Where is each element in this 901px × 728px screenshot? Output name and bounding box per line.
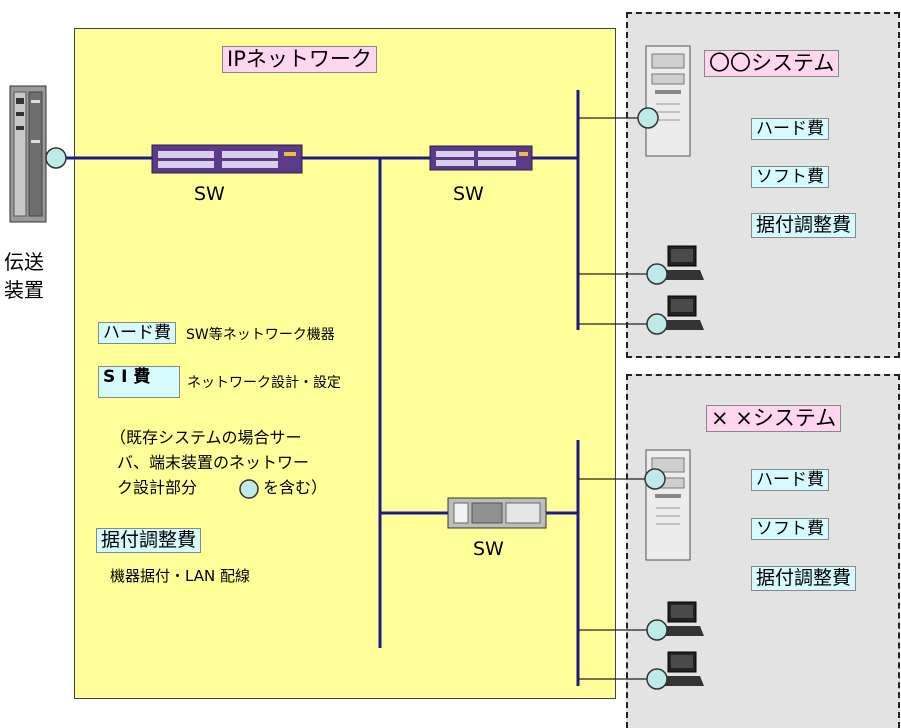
terminal-icon bbox=[656, 601, 704, 636]
system-xx-title: × ×システム bbox=[706, 405, 842, 433]
system-oo-install-cost: 据付調整費 bbox=[751, 213, 857, 238]
note-line3a: ク設計部分 bbox=[117, 478, 198, 497]
hard-cost-desc: SW等ネットワーク機器 bbox=[186, 327, 335, 343]
connector-circle-legend bbox=[239, 479, 259, 499]
install-cost-label: 据付調整費 bbox=[96, 528, 202, 553]
connector-circle bbox=[646, 313, 668, 335]
terminal-icon bbox=[656, 245, 704, 280]
terminal-icon bbox=[656, 295, 704, 330]
connector-circle bbox=[644, 468, 666, 490]
si-cost-label: S I 費 bbox=[98, 366, 180, 398]
system-xx-install-cost: 据付調整費 bbox=[751, 566, 857, 591]
note-line3b: を含む） bbox=[263, 478, 328, 497]
hard-cost-label: ハード費 bbox=[98, 322, 176, 345]
connector-circle bbox=[646, 668, 668, 690]
switch-label: SW bbox=[194, 183, 225, 205]
terminal-icon bbox=[656, 651, 704, 686]
switch-icon bbox=[429, 145, 533, 171]
connector-circle bbox=[646, 619, 668, 641]
switch-label: SW bbox=[473, 538, 504, 560]
ip-network-title: IPネットワーク bbox=[222, 46, 377, 74]
server-tower-icon bbox=[645, 45, 691, 157]
note-line2: バ、端末装置のネットワー bbox=[117, 453, 310, 472]
system-oo-title: 〇〇システム bbox=[704, 50, 840, 78]
system-xx-soft-cost: ソフト費 bbox=[751, 518, 829, 541]
si-cost-desc: ネットワーク設計・設定 bbox=[187, 375, 341, 391]
connector-circle bbox=[646, 263, 668, 285]
install-cost-desc: 機器据付・LAN 配線 bbox=[110, 567, 250, 585]
server-tower-icon bbox=[645, 449, 691, 561]
ip-network-zone bbox=[74, 28, 616, 699]
system-xx-hard-cost: ハード費 bbox=[751, 469, 829, 492]
note-line1: （既存システムの場合サー bbox=[110, 428, 302, 447]
transmission-rack-icon bbox=[9, 85, 47, 223]
system-oo-hard-cost: ハード費 bbox=[751, 118, 829, 141]
connector-circle bbox=[45, 147, 67, 169]
transmission-label-line1: 伝送 bbox=[4, 250, 44, 274]
connector-circle bbox=[637, 107, 659, 129]
system-oo-soft-cost: ソフト費 bbox=[751, 166, 829, 189]
switch-icon bbox=[447, 497, 547, 529]
transmission-label-line2: 装置 bbox=[4, 278, 44, 302]
switch-label: SW bbox=[453, 183, 484, 205]
switch-icon bbox=[151, 144, 303, 174]
